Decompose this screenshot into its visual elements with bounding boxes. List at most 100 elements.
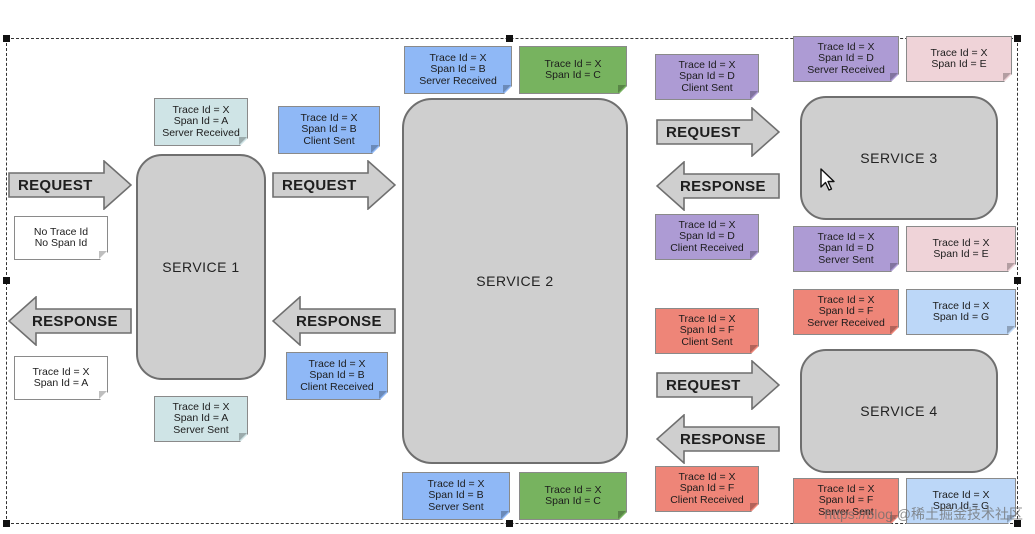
mouse-cursor-icon: [820, 168, 838, 197]
response-arrow-1-label: RESPONSE: [32, 312, 118, 330]
note-line: Trace Id = X: [932, 488, 990, 501]
service-3-box: SERVICE 3: [800, 96, 998, 220]
note-c-bottom: Trace Id = X Span Id = C: [519, 472, 627, 520]
request-arrow-3: REQUEST: [656, 107, 780, 157]
note-line: Server Received: [162, 126, 240, 139]
note-line: Server Received: [807, 63, 885, 76]
arrow-right-shape: [8, 160, 132, 210]
response-arrow-3-label: RESPONSE: [680, 177, 766, 195]
note-b-client-received: Trace Id = X Span Id = B Client Received: [286, 352, 388, 400]
note-line: Span Id = G: [932, 500, 990, 512]
note-b-client-sent: Trace Id = X Span Id = B Client Sent: [278, 106, 380, 154]
note-b-server-sent: Trace Id = X Span Id = B Server Sent: [402, 472, 510, 520]
note-line: Span Id = C: [545, 495, 601, 507]
note-line: Trace Id = X: [300, 111, 358, 124]
service-1-label: SERVICE 1: [162, 259, 240, 275]
note-line: Span Id = A: [173, 412, 229, 425]
frame-handle-br[interactable]: [1014, 520, 1021, 527]
note-line: Server Sent: [818, 505, 874, 518]
service-1-box: SERVICE 1: [136, 154, 266, 380]
note-e-bottom: Trace Id = X Span Id = E: [906, 226, 1016, 272]
note-line: No Trace Id: [33, 225, 89, 238]
request-arrow-3-label: REQUEST: [666, 123, 741, 141]
note-line: Span Id = D: [679, 230, 735, 243]
note-line: Span Id = D: [679, 70, 735, 83]
note-line: Span Id = A: [173, 115, 229, 128]
note-response-span-a: Trace Id = X Span Id = A: [14, 356, 108, 400]
request-arrow-4: REQUEST: [656, 360, 780, 410]
note-s1-server-received: Trace Id = X Span Id = A Server Received: [154, 98, 248, 146]
arrow-left-shape: [8, 296, 132, 346]
note-c-top: Trace Id = X Span Id = C: [519, 46, 627, 94]
note-g-bottom: Trace Id = X Span Id = G: [906, 478, 1016, 524]
note-line: Trace Id = X: [427, 477, 485, 490]
note-line: Trace Id = X: [678, 312, 736, 325]
note-line: Client Received: [670, 493, 744, 506]
note-line: Trace Id = X: [678, 218, 736, 231]
note-line: Trace Id = X: [308, 357, 366, 370]
note-line: Span Id = G: [932, 311, 990, 323]
note-line: No Span Id: [34, 237, 88, 249]
note-f-server-received: Trace Id = X Span Id = F Server Received: [793, 289, 899, 335]
note-line: Trace Id = X: [544, 483, 602, 496]
request-arrow-1: REQUEST: [8, 160, 132, 210]
note-d-server-sent: Trace Id = X Span Id = D Server Sent: [793, 226, 899, 272]
note-line: Trace Id = X: [932, 236, 990, 249]
frame-handle-tc[interactable]: [506, 35, 513, 42]
response-arrow-2-label: RESPONSE: [296, 312, 382, 330]
note-line: Span Id = E: [933, 248, 989, 260]
note-line: Client Sent: [681, 81, 733, 94]
note-line: Client Sent: [681, 335, 733, 348]
arrow-right-shape: [656, 107, 780, 157]
arrow-right-shape: [656, 360, 780, 410]
note-line: Trace Id = X: [932, 299, 990, 312]
note-line: Trace Id = X: [32, 365, 90, 378]
note-d-server-received: Trace Id = X Span Id = D Server Received: [793, 36, 899, 82]
note-g-top: Trace Id = X Span Id = G: [906, 289, 1016, 335]
request-arrow-4-label: REQUEST: [666, 376, 741, 394]
note-line: Trace Id = X: [544, 57, 602, 70]
request-arrow-2-label: REQUEST: [282, 176, 357, 194]
note-d-client-received: Trace Id = X Span Id = D Client Received: [655, 214, 759, 260]
note-line: Trace Id = X: [172, 103, 230, 116]
service-4-label: SERVICE 4: [860, 403, 938, 419]
note-line: Trace Id = X: [678, 470, 736, 483]
frame-handle-tl[interactable]: [3, 35, 10, 42]
note-line: Span Id = F: [818, 494, 874, 507]
response-arrow-4-label: RESPONSE: [680, 430, 766, 448]
service-4-box: SERVICE 4: [800, 349, 998, 473]
frame-handle-bc[interactable]: [506, 520, 513, 527]
note-f-server-sent: Trace Id = X Span Id = F Server Sent: [793, 478, 899, 524]
note-no-trace: No Trace Id No Span Id: [14, 216, 108, 260]
note-line: Span Id = E: [931, 58, 987, 70]
note-f-client-sent: Trace Id = X Span Id = F Client Sent: [655, 308, 759, 354]
arrow-right-shape: [272, 160, 396, 210]
response-arrow-4: RESPONSE: [656, 414, 780, 464]
note-line: Server Received: [419, 74, 497, 87]
request-arrow-1-label: REQUEST: [18, 176, 93, 194]
note-line: Trace Id = X: [429, 51, 487, 64]
note-line: Server Sent: [173, 423, 229, 436]
response-arrow-3: RESPONSE: [656, 161, 780, 211]
note-line: Client Received: [670, 241, 744, 254]
service-2-label: SERVICE 2: [476, 273, 554, 289]
note-line: Trace Id = X: [172, 400, 230, 413]
frame-handle-mr[interactable]: [1014, 277, 1021, 284]
response-arrow-1: RESPONSE: [8, 296, 132, 346]
note-f-client-received: Trace Id = X Span Id = F Client Received: [655, 466, 759, 512]
note-line: Client Sent: [303, 134, 355, 147]
frame-handle-tr[interactable]: [1014, 35, 1021, 42]
note-line: Span Id = F: [818, 305, 874, 318]
note-line: Client Received: [300, 380, 374, 393]
note-b-server-received: Trace Id = X Span Id = B Server Received: [404, 46, 512, 94]
note-line: Server Received: [807, 316, 885, 329]
note-line: Span Id = D: [818, 52, 874, 65]
frame-handle-ml[interactable]: [3, 277, 10, 284]
note-line: Span Id = D: [818, 242, 874, 255]
note-d-client-sent: Trace Id = X Span Id = D Client Sent: [655, 54, 759, 100]
note-line: Span Id = A: [33, 377, 89, 389]
frame-handle-bl[interactable]: [3, 520, 10, 527]
request-arrow-2: REQUEST: [272, 160, 396, 210]
note-line: Trace Id = X: [817, 293, 875, 306]
note-line: Span Id = B: [301, 123, 357, 136]
